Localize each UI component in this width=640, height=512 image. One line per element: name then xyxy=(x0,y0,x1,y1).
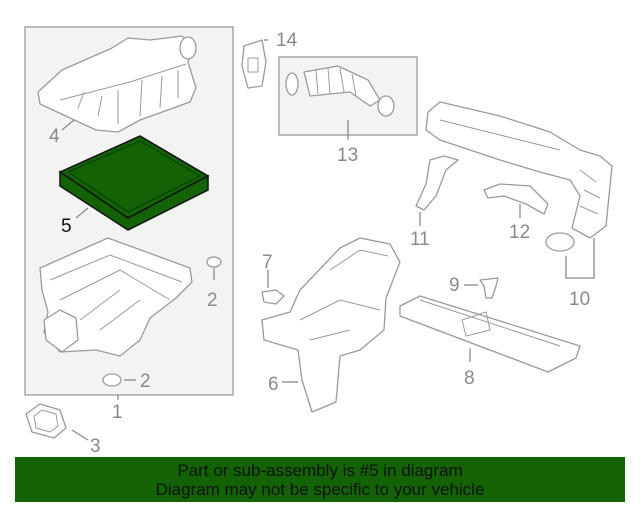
part-10-duct[interactable] xyxy=(425,101,613,252)
callout-1: 1 xyxy=(112,402,123,423)
info-banner: Part or sub-assembly is #5 in diagram Di… xyxy=(15,457,625,502)
callout-7: 7 xyxy=(262,252,273,273)
banner-disclaimer: Diagram may not be specific to your vehi… xyxy=(155,480,485,499)
part-9-push-pin[interactable] xyxy=(479,277,499,299)
part-13-duct-kit[interactable] xyxy=(285,65,395,117)
callout-10: 10 xyxy=(569,289,590,310)
callout-8: 8 xyxy=(464,368,475,389)
callout-5: 5 xyxy=(61,216,72,237)
callout-4: 4 xyxy=(49,126,60,147)
part-11-hose[interactable] xyxy=(415,155,459,211)
callout-14: 14 xyxy=(276,30,298,51)
callout-arrows xyxy=(61,39,595,441)
callout-6: 6 xyxy=(268,374,279,395)
callout-12: 12 xyxy=(509,222,530,243)
part-7-bolt[interactable] xyxy=(261,289,285,305)
part-5-air-filter[interactable] xyxy=(58,135,210,231)
part-1-lower-housing[interactable] xyxy=(39,237,193,357)
part-12-hose[interactable] xyxy=(483,183,549,215)
part-6-inlet-duct[interactable] xyxy=(261,237,401,413)
callout-2-lower: 2 xyxy=(140,371,151,392)
part-2-grommet[interactable] xyxy=(102,256,222,387)
part-4-upper-housing[interactable] xyxy=(37,35,197,133)
callout-13: 13 xyxy=(337,145,358,166)
banner-part-note: Part or sub-assembly is #5 in diagram xyxy=(177,461,463,480)
callout-2-upper: 2 xyxy=(207,290,218,311)
part-8-deflector[interactable] xyxy=(399,295,581,373)
part-14-sensor[interactable] xyxy=(241,39,267,89)
callout-3: 3 xyxy=(90,436,101,457)
part-3-seal[interactable] xyxy=(25,403,67,439)
callout-9: 9 xyxy=(449,275,460,296)
callout-11: 11 xyxy=(410,229,430,250)
